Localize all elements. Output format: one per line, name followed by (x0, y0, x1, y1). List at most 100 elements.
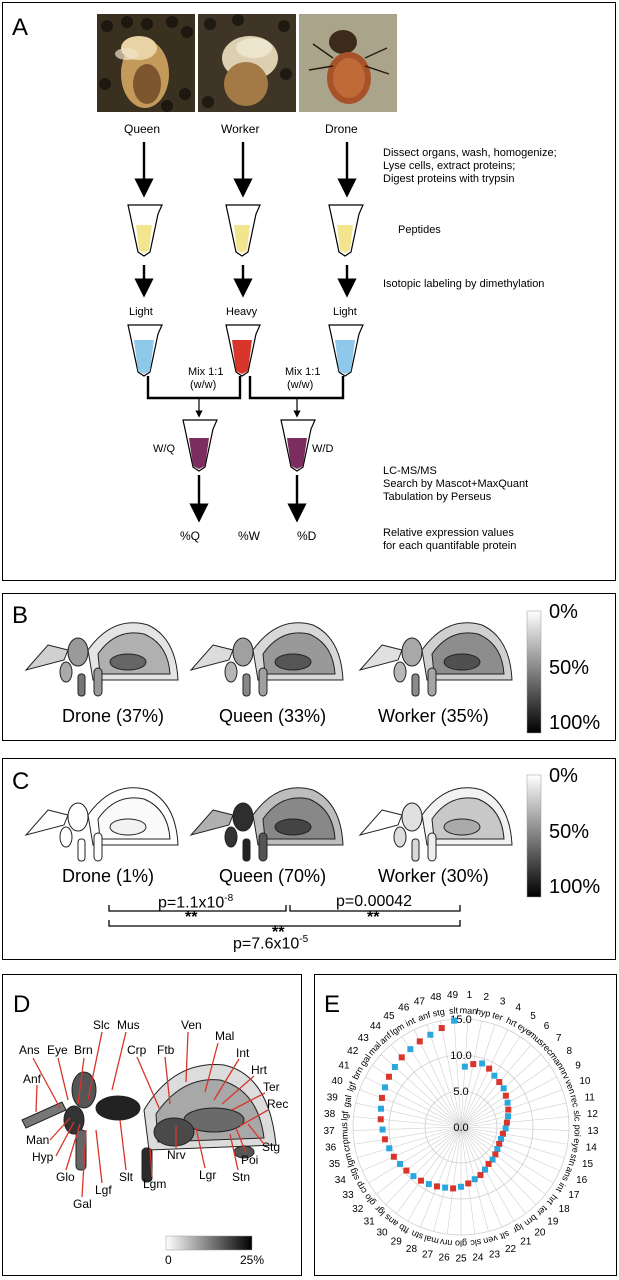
labeled-tubes (127, 324, 364, 377)
radial-data-point (382, 1084, 389, 1091)
radial-spoke (359, 1089, 462, 1128)
output-w: %W (238, 529, 260, 543)
scale-d-0: 0 (165, 1253, 172, 1267)
label-wd: W/D (312, 443, 334, 455)
radial-tissue-label: glo (362, 1192, 377, 1208)
scale-d-25: 25% (240, 1253, 265, 1267)
radial-data-point (477, 1172, 484, 1179)
panel-e (314, 974, 617, 1276)
radial-data-point (505, 1113, 512, 1120)
radial-ring-number: 26 (439, 1253, 451, 1264)
radial-spoke (440, 1020, 462, 1128)
radial-data-point (498, 1135, 505, 1142)
radial-data-point (496, 1079, 503, 1086)
stars-drone-worker: ** (272, 924, 285, 941)
radial-ring-number: 15 (582, 1159, 594, 1170)
organ-ven: Ven (181, 1018, 202, 1032)
bee-worker-b (358, 622, 513, 697)
radial-data-point (458, 1183, 464, 1190)
radial-tissue-label: ans (560, 1166, 575, 1184)
radial-data-point (502, 1125, 509, 1132)
organ-brn: Brn (74, 1043, 93, 1057)
radial-ring-number: 17 (568, 1190, 580, 1201)
caption-worker-b: Worker (35%) (378, 706, 489, 726)
radial-ring-number: 18 (559, 1204, 571, 1215)
radial-spoke (413, 1029, 462, 1128)
radial-data-point (410, 1173, 417, 1180)
radial-tissue-label: hyp (475, 1006, 491, 1019)
panel-d-label: D (13, 991, 31, 1018)
radial-ring-number: 47 (414, 996, 426, 1007)
radial-tissue-label: lgm (389, 1021, 407, 1037)
radial-ring-number: 25 (455, 1254, 467, 1265)
radial-data-point (471, 1176, 478, 1183)
bee-worker-c (358, 787, 513, 862)
radial-spoke (460, 1036, 521, 1128)
scale-c-50: 50% (549, 821, 590, 843)
caption-queen-c: Queen (70%) (219, 866, 327, 886)
radial-spoke (460, 1126, 546, 1195)
radial-spoke (460, 1126, 515, 1222)
radial-ring-number: 20 (534, 1227, 546, 1238)
radial-tissue-label: stg (432, 1006, 446, 1018)
radial-data-point (391, 1063, 398, 1070)
drone-photo (299, 14, 397, 112)
radial-spoke (460, 1102, 567, 1128)
radial-ring-number: 8 (566, 1046, 572, 1057)
mix-label-right-2: (w/w) (287, 379, 314, 391)
radial-ring-number: 31 (364, 1216, 376, 1227)
caption-queen-b: Queen (33%) (219, 706, 327, 726)
radial-grid-circle (388, 1054, 534, 1200)
radial-data-point (417, 1177, 424, 1184)
radial-data-point (386, 1145, 393, 1152)
radial-spoke (354, 1126, 462, 1145)
radial-data-point (407, 1046, 414, 1053)
radial-spoke (460, 1126, 554, 1184)
radial-ring-number: 29 (391, 1237, 403, 1248)
radial-spoke (385, 1126, 462, 1205)
radial-tissue-label: lgf (345, 1080, 358, 1093)
radial-spoke (353, 1116, 462, 1128)
radial-data-point (465, 1180, 472, 1187)
organ-anf: Anf (23, 1072, 42, 1086)
radial-ring-number: 16 (576, 1175, 588, 1186)
radial-spoke (460, 1126, 560, 1171)
radial-data-point (489, 1156, 496, 1163)
organ-hyp: Hyp (32, 1150, 54, 1164)
radial-spoke (446, 1126, 462, 1235)
radial-data-point (377, 1116, 384, 1123)
radial-tissue-label: hrt (505, 1015, 519, 1029)
queen-photo (97, 14, 195, 112)
radial-data-point (425, 1181, 432, 1188)
radial-tissue-label: hrt (545, 1192, 560, 1207)
radial-data-point (461, 1063, 468, 1070)
caption-drone-c: Drone (1%) (62, 866, 155, 886)
radial-tissue-label: ter (491, 1010, 504, 1023)
radial-tissue-label: crp (340, 1139, 352, 1153)
radial-tissue-label: lgr (511, 1222, 525, 1236)
organ-lgf: Lgf (95, 1183, 112, 1197)
panel-a-label: A (12, 14, 29, 41)
radial-data-point (470, 1061, 477, 1068)
radial-tissue-label: mus (339, 1122, 350, 1140)
radial-data-point (503, 1119, 510, 1126)
radial-ring-number: 12 (587, 1109, 599, 1120)
radial-data-point (390, 1153, 397, 1160)
radial-data-point (403, 1167, 410, 1174)
radial-ring-number: 6 (544, 1021, 550, 1032)
radial-spoke (355, 1102, 462, 1128)
bee-queen-c (189, 787, 344, 862)
radial-tissue-label: brn (523, 1213, 539, 1229)
radial-tissue-label: slc (469, 1237, 482, 1248)
label-wq: W/Q (153, 443, 175, 455)
radial-axis-label: 5.0 (453, 1086, 468, 1098)
radial-tissue-label: ven (482, 1233, 499, 1246)
radial-data-point (499, 1130, 506, 1137)
radial-ring-number: 11 (584, 1092, 595, 1103)
radial-tissue-label: nrv (439, 1237, 453, 1249)
radial-spoke (453, 1019, 462, 1128)
scale-b-0: 0% (549, 601, 578, 623)
radial-tissue-label: lgm (342, 1152, 356, 1169)
radial-ring-number: 21 (520, 1237, 532, 1248)
